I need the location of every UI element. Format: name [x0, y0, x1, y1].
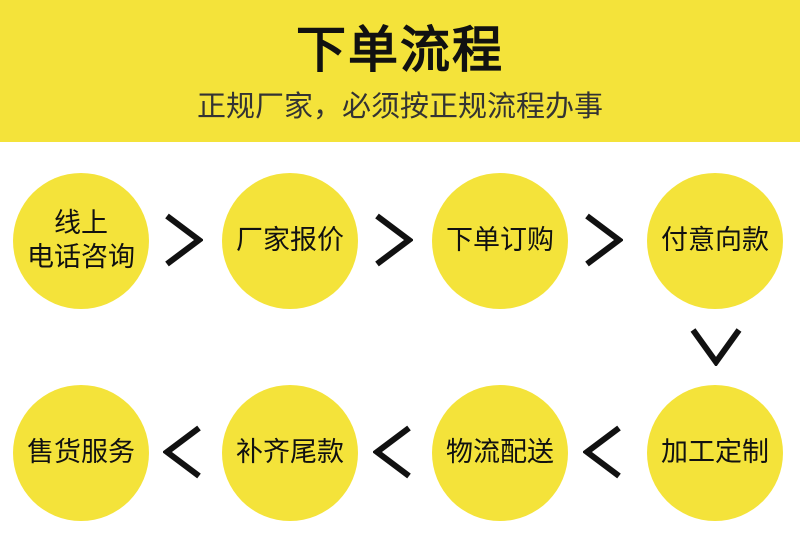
arrow-right-2: [373, 212, 413, 268]
page-title: 下单流程: [296, 21, 504, 79]
step-2-circle: 厂家报价: [222, 173, 358, 309]
step-4-circle: 付意向款: [647, 173, 783, 309]
step-6-label: 物流配送: [446, 437, 554, 468]
page-subtitle: 正规厂家，必须按正规流程办事: [196, 89, 603, 123]
step-3-label: 下单订购: [446, 225, 554, 256]
arrow-left-3: [163, 424, 203, 480]
header-banner: 下单流程 正规厂家，必须按正规流程办事: [0, 0, 800, 142]
step-5-circle: 加工定制: [647, 385, 783, 521]
step-4-label: 付意向款: [661, 225, 769, 256]
step-7-circle: 补齐尾款: [222, 385, 358, 521]
step-1-circle: 线上 电话咨询: [13, 173, 149, 309]
step-8-label: 售货服务: [27, 437, 135, 468]
chevron-left-icon: [373, 425, 411, 479]
arrow-left-2: [373, 424, 413, 480]
step-3-circle: 下单订购: [432, 173, 568, 309]
arrow-left-1: [583, 424, 623, 480]
arrow-down: [689, 326, 743, 366]
arrow-right-1: [163, 212, 203, 268]
step-8-circle: 售货服务: [13, 385, 149, 521]
chevron-right-icon: [375, 213, 413, 267]
chevron-left-icon: [583, 425, 621, 479]
chevron-left-icon: [163, 425, 201, 479]
step-5-label: 加工定制: [661, 437, 769, 468]
arrow-right-3: [583, 212, 623, 268]
chevron-right-icon: [165, 213, 203, 267]
step-2-label: 厂家报价: [236, 225, 344, 256]
step-6-circle: 物流配送: [432, 385, 568, 521]
chevron-right-icon: [585, 213, 623, 267]
step-7-label: 补齐尾款: [236, 437, 344, 468]
chevron-down-icon: [690, 328, 742, 366]
step-1-label: 线上 电话咨询: [27, 208, 135, 273]
